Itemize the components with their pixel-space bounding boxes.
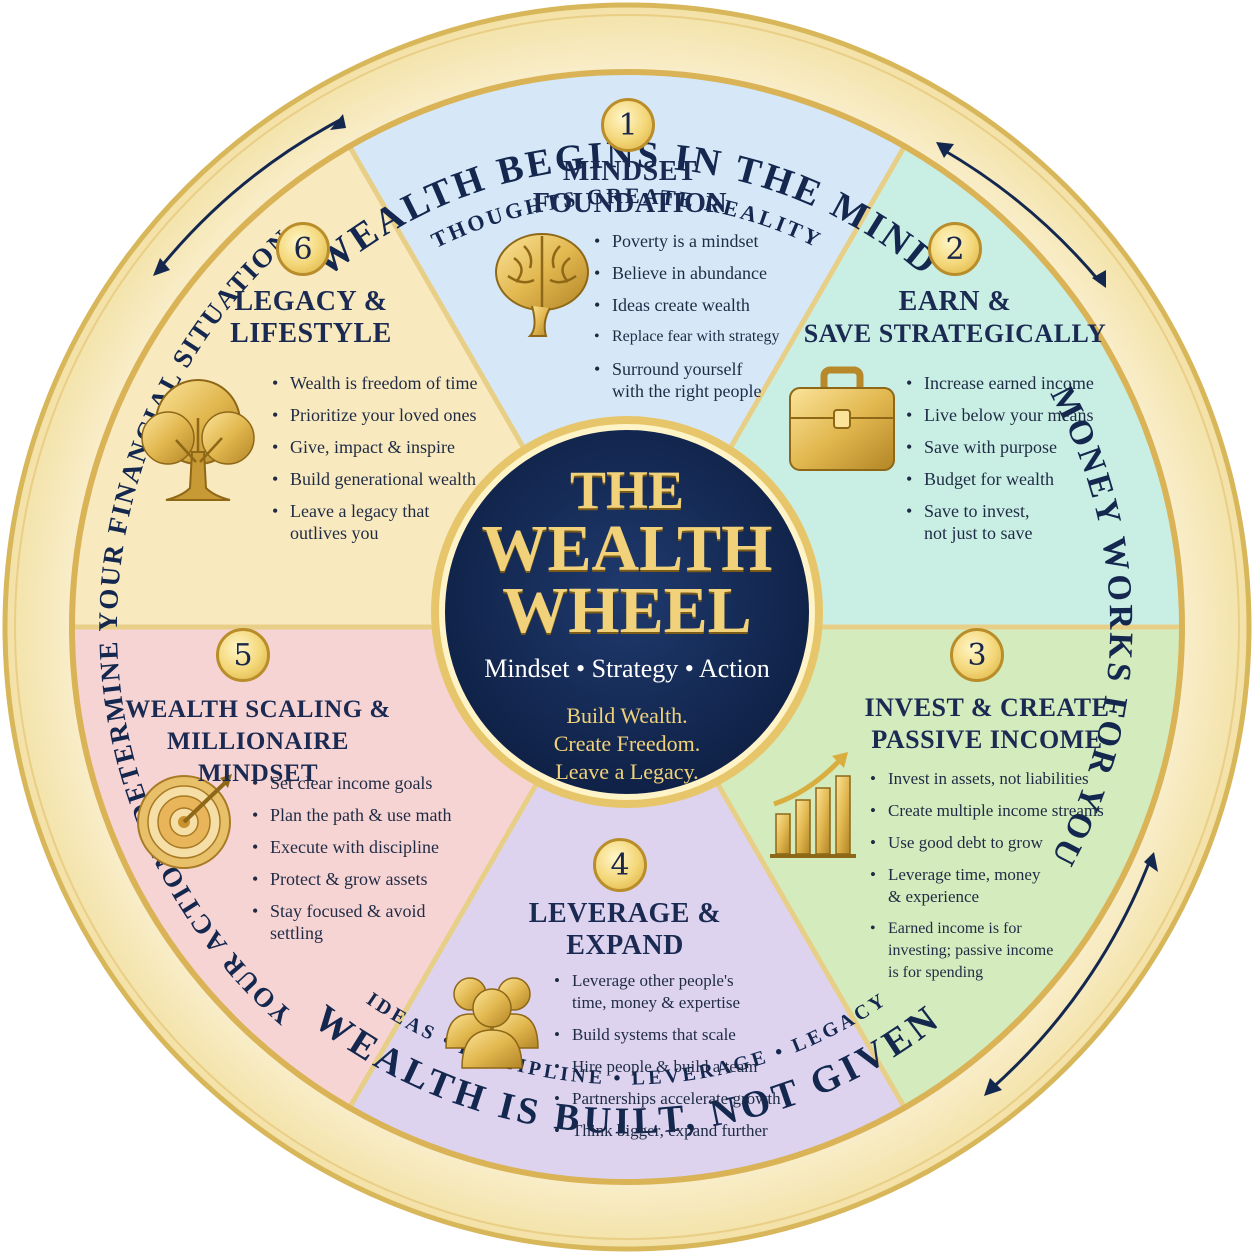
list-item: Hire people & build a team <box>554 1056 824 1078</box>
list-item: Build systems that scale <box>554 1024 824 1046</box>
segment-3-number: 3 <box>950 628 1004 682</box>
list-item: Set clear income goals <box>252 772 492 794</box>
segment-5-number: 5 <box>216 628 270 682</box>
list-item: Increase earned income <box>906 372 1116 394</box>
list-item: Ideas create wealth <box>594 294 794 316</box>
list-item: Live below your means <box>906 404 1116 426</box>
segment-1-bullets: Poverty is a mindset Believe in abundanc… <box>594 230 794 402</box>
segment-6-number: 6 <box>276 222 330 276</box>
arrow-top-left-icon <box>158 118 341 269</box>
list-item: Poverty is a mindset <box>594 230 794 252</box>
list-item: Believe in abundance <box>594 262 794 284</box>
list-item: Save to invest,not just to save <box>906 500 1116 544</box>
center-disk <box>445 430 809 794</box>
segment-2-number: 2 <box>928 222 982 276</box>
tree-icon <box>141 379 255 501</box>
growth-chart-icon <box>770 752 856 858</box>
list-item: Execute with discipline <box>252 836 492 858</box>
segment-5-bullets: Set clear income goals Plan the path & u… <box>252 772 492 954</box>
segment-6-title: LEGACY &LIFESTYLE <box>230 286 392 349</box>
list-item: Prioritize your loved ones <box>272 404 492 426</box>
target-icon <box>137 774 232 869</box>
list-item: Create multiple income streams <box>870 800 1140 822</box>
list-item: Give, impact & inspire <box>272 436 492 458</box>
segment-6-bullets: Wealth is freedom of time Prioritize you… <box>272 372 492 554</box>
segment-4-title: LEVERAGE &EXPAND <box>528 898 722 961</box>
center-title-line2: WEALTH <box>481 512 773 585</box>
segment-rim <box>69 69 1185 1185</box>
list-item: Save with purpose <box>906 436 1116 458</box>
list-item: Invest in assets, not liabilities <box>870 768 1140 790</box>
arrow-top-right-icon <box>939 146 1102 283</box>
segment-4-number: 4 <box>593 838 647 892</box>
list-item: Build generational wealth <box>272 468 492 490</box>
center-tagline: Mindset • Strategy • Action <box>484 654 770 683</box>
list-item: Plan the path & use math <box>252 804 492 826</box>
team-icon <box>445 977 539 1069</box>
list-item: Partnerships accelerate growth <box>554 1088 824 1110</box>
list-item: Budget for wealth <box>906 468 1116 490</box>
list-item: Wealth is freedom of time <box>272 372 492 394</box>
segment-2-title: EARN &SAVE STRATEGICALLY <box>803 286 1107 348</box>
list-item: Use good debt to grow <box>870 832 1140 854</box>
list-item: Replace fear with strategy <box>594 326 794 348</box>
list-item: Think bigger, expand further <box>554 1120 824 1142</box>
segment-1-number: 1 <box>601 98 655 152</box>
list-item: Leverage time, money& experience <box>870 864 1140 908</box>
center-motto: Build Wealth. Create Freedom. Leave a Le… <box>553 703 701 784</box>
center-title-line1: THE <box>569 460 685 520</box>
list-item: Protect & grow assets <box>252 868 492 890</box>
briefcase-icon <box>789 366 895 471</box>
center-title-line3: WHEEL <box>502 574 752 647</box>
brain-icon <box>495 233 589 337</box>
segment-3-bullets: Invest in assets, not liabilities Create… <box>870 768 1140 994</box>
segment-2-bullets: Increase earned income Live below your m… <box>906 372 1116 554</box>
